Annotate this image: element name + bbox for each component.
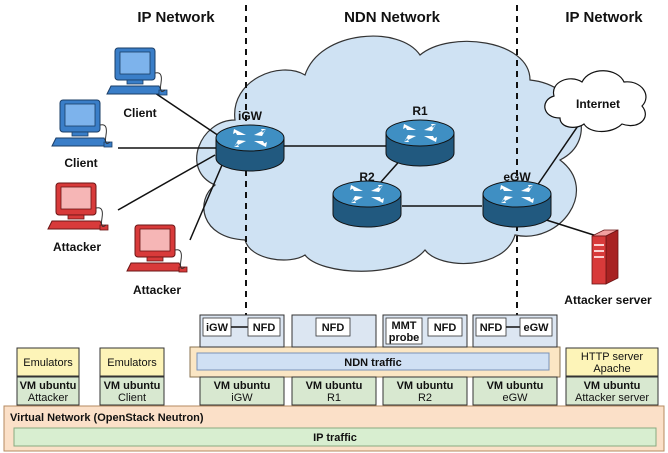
svg-text:VM ubuntu: VM ubuntu — [214, 380, 271, 392]
http-server-label: HTTP server — [581, 351, 643, 363]
vm-modules-r2: MMT probe NFD — [382, 314, 468, 348]
svg-text:R1: R1 — [327, 392, 341, 404]
attacker-computer-2: Attacker — [126, 224, 188, 297]
router-r2-label: R2 — [359, 170, 375, 184]
svg-text:VM ubuntu: VM ubuntu — [306, 380, 363, 392]
http-server-box: HTTP server Apache — [565, 347, 659, 377]
ndn-traffic-box: NDN traffic — [189, 346, 561, 378]
module-egw-label: eGW — [523, 322, 549, 334]
virtual-network-label: Virtual Network (OpenStack Neutron) — [10, 412, 204, 424]
region-title-ip-right: IP Network — [565, 9, 643, 26]
router-egw-label: eGW — [503, 170, 531, 184]
module-nfd-label: NFD — [434, 322, 457, 334]
vm-attacker: VM ubuntu Attacker — [16, 376, 80, 406]
svg-text:VM ubuntu: VM ubuntu — [487, 380, 544, 392]
svg-text:VM ubuntu: VM ubuntu — [584, 380, 641, 392]
vm-egw: VM ubuntu eGW — [472, 376, 558, 406]
emulators-box-1: Emulators — [16, 347, 80, 377]
router-igw-label: iGW — [238, 109, 263, 123]
client-label-2: Client — [64, 156, 97, 170]
client-computer-2: Client — [51, 99, 113, 170]
router-igw: iGW — [215, 109, 285, 172]
svg-text:VM ubuntu: VM ubuntu — [20, 380, 77, 392]
vm-r2: VM ubuntu R2 — [382, 376, 468, 406]
module-mmt-label: MMT — [391, 320, 416, 332]
virtual-network-box: Virtual Network (OpenStack Neutron) IP t… — [3, 405, 665, 452]
svg-text:eGW: eGW — [502, 392, 528, 404]
attacker-computer-1: Attacker — [47, 182, 109, 254]
module-igw-label: iGW — [206, 322, 229, 334]
module-probe-label: probe — [389, 332, 420, 344]
vm-modules-egw: NFD eGW — [472, 314, 558, 348]
module-nfd-label: NFD — [253, 322, 276, 334]
svg-text:R2: R2 — [418, 392, 432, 404]
vm-modules-igw: iGW NFD — [199, 314, 285, 348]
region-title-ip-left: IP Network — [137, 9, 215, 26]
internet-label: Internet — [576, 97, 620, 111]
router-r1-label: R1 — [412, 104, 428, 118]
vm-modules-r1: NFD — [291, 314, 377, 348]
region-title-ndn: NDN Network — [344, 9, 441, 26]
ip-traffic-label: IP traffic — [313, 432, 357, 444]
attacker-server: Attacker server — [564, 229, 652, 307]
attacker-label-1: Attacker — [53, 240, 101, 254]
module-nfd-label: NFD — [322, 322, 345, 334]
vm-r1: VM ubuntu R1 — [291, 376, 377, 406]
router-r1: R1 — [385, 104, 455, 167]
svg-text:VM ubuntu: VM ubuntu — [104, 380, 161, 392]
svg-text:Client: Client — [118, 392, 146, 404]
emulators-box-2: Emulators — [99, 347, 165, 377]
vm-attacker-server: VM ubuntu Attacker server — [565, 376, 659, 406]
router-egw: eGW — [482, 170, 552, 228]
svg-text:VM ubuntu: VM ubuntu — [397, 380, 454, 392]
internet-cloud: Internet — [544, 70, 647, 133]
svg-text:Attacker: Attacker — [28, 392, 69, 404]
emulators-label-1: Emulators — [23, 357, 73, 369]
apache-label: Apache — [593, 363, 630, 375]
attacker-label-2: Attacker — [133, 283, 181, 297]
emulators-label-2: Emulators — [107, 357, 157, 369]
svg-text:iGW: iGW — [231, 392, 253, 404]
attacker-server-label: Attacker server — [564, 293, 652, 307]
vm-client: VM ubuntu Client — [99, 376, 165, 406]
module-nfd-label: NFD — [480, 322, 503, 334]
router-r2: R2 — [332, 170, 402, 228]
client-label-1: Client — [123, 106, 156, 120]
client-computer-1: Client — [106, 47, 168, 120]
ndn-traffic-label: NDN traffic — [344, 357, 401, 369]
svg-text:Attacker server: Attacker server — [575, 392, 649, 404]
vm-igw: VM ubuntu iGW — [199, 376, 285, 406]
